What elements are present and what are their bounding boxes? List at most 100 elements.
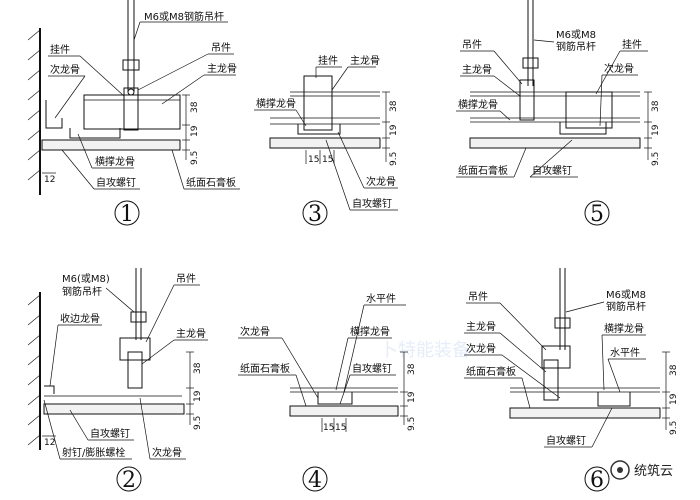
detail-2: 38 19 9.5 12 M6(或M8) 钢筋吊杆 吊件 收边龙骨 主龙骨 自攻…	[27, 268, 208, 493]
dim-38: 38	[669, 364, 679, 376]
label-hanger-piece: 挂件	[50, 43, 70, 56]
dim-19: 19	[407, 391, 417, 403]
dim-15-a: 15	[308, 155, 319, 165]
dim-9-5: 9.5	[190, 151, 200, 165]
dimension-chain-2: 38 19 9.5	[186, 351, 203, 430]
dimension-chain-6: 38 19 9.5	[662, 351, 679, 435]
gypsum-board	[41, 139, 181, 151]
label-rod-line-1: M6(或M8)	[62, 273, 110, 285]
gypsum-board	[269, 137, 381, 149]
dim-19: 19	[389, 124, 399, 136]
label-gypsum-board: 纸面石膏板	[186, 176, 236, 189]
gypsum-board	[289, 405, 399, 417]
label-level-piece: 水平件	[610, 347, 640, 359]
dim-12: 12	[44, 175, 55, 185]
figure-number-4: 4	[308, 468, 322, 493]
brand-logo: 统筑云	[610, 460, 673, 480]
dimension-chain-1: 38 19 9.5	[182, 94, 200, 165]
dim-19: 19	[669, 393, 679, 405]
label-screw: 自攻螺钉	[90, 427, 130, 440]
dimension-chain-4: 38 19 9.5	[400, 351, 417, 431]
label-hanger-piece: 挂件	[318, 54, 338, 67]
hanger-body	[119, 337, 151, 361]
edge-keel	[44, 385, 55, 394]
figure-badge-6	[584, 466, 610, 492]
dim-9-5: 9.5	[669, 421, 679, 435]
label-gypsum-board: 纸面石膏板	[458, 164, 508, 177]
label-secondary-keel: 次龙骨	[366, 175, 396, 188]
rod-nut	[522, 57, 539, 69]
figure-number-5: 5	[590, 202, 604, 227]
hanger-body	[123, 87, 139, 131]
dim-38: 38	[389, 100, 399, 112]
dim-15-a: 15	[323, 423, 334, 433]
label-screw: 自攻螺钉	[352, 362, 392, 375]
figure-badge-4	[302, 466, 328, 492]
figure-badge-1	[114, 200, 140, 226]
label-main-keel: 主龙骨	[176, 327, 206, 340]
figure-number-2: 2	[122, 468, 136, 493]
label-edge-keel: 收边龙骨	[60, 312, 100, 325]
dim-38: 38	[190, 101, 200, 113]
label-hanger: 吊件	[462, 39, 482, 51]
label-screw: 自攻螺钉	[96, 176, 136, 189]
detail-3: 15 15 38 19 9.5 挂件 主龙骨 横撑龙骨 次龙骨 自攻螺钉 3	[254, 54, 399, 227]
label-screw: 自攻螺钉	[352, 197, 392, 210]
figure-badge-2	[116, 466, 142, 492]
label-gypsum-board: 纸面石膏板	[240, 362, 290, 375]
main-keel	[543, 359, 559, 401]
secondary-keel-left	[45, 100, 63, 129]
dimension-chain-3: 38 19 9.5	[382, 91, 399, 166]
rod-nut	[130, 311, 147, 323]
main-keel	[303, 75, 333, 131]
dim-9-5: 9.5	[193, 416, 203, 430]
label-rod-line-2: 钢筋吊杆	[606, 300, 646, 313]
wall-hatch	[27, 29, 41, 181]
label-rod-line-1: M6或M8	[606, 289, 646, 301]
label-main-keel: 主龙骨	[466, 320, 496, 333]
dim-19: 19	[193, 390, 203, 402]
detail-6: 38 19 9.5 吊件 M6或M8 钢筋吊杆 主龙骨 横撑龙骨 次龙骨 水平件…	[464, 268, 679, 493]
detail-5: 38 19 9.5 吊件 M6或M8 钢筋吊杆 挂件 主龙骨 次龙骨 横撑龙骨 …	[456, 0, 661, 227]
detail-4: 15 15 38 19 9.5 水平件 次龙骨 横撑龙骨 纸面石膏板 自攻螺钉 …	[238, 293, 417, 493]
dim-38: 38	[407, 363, 417, 375]
label-hanger: 吊件	[176, 273, 196, 285]
watermark: 卜特能装备	[380, 340, 470, 361]
detail-1: 38 19 9.5 12 M6或M8钢筋吊杆 挂件 次龙骨 吊件 主龙骨 横撑龙…	[27, 0, 240, 227]
figure-badge-5	[584, 200, 610, 226]
label-secondary-keel: 次龙骨	[152, 446, 182, 459]
dim-15-b: 15	[335, 423, 346, 433]
label-gypsum-board: 纸面石膏板	[466, 365, 516, 378]
secondary-keel	[317, 392, 353, 405]
label-nail: 射钉/膨胀螺栓	[62, 446, 125, 459]
label-cross-keel: 横撑龙骨	[95, 155, 135, 168]
brand-name: 统筑云	[634, 463, 673, 479]
label-hanger: 吊件	[211, 42, 231, 54]
label-secondary-keel: 次龙骨	[50, 63, 80, 76]
gypsum-board	[43, 403, 185, 415]
label-screw: 自攻螺钉	[546, 434, 586, 447]
label-cross-keel: 横撑龙骨	[350, 325, 390, 338]
label-cross-keel: 横撑龙骨	[458, 98, 498, 111]
label-main-keel: 主龙骨	[350, 54, 380, 67]
dimension-chain-5: 38 19 9.5	[644, 91, 661, 166]
secondary-keel	[597, 392, 631, 407]
figure-number-1: 1	[120, 202, 134, 227]
figure-number-3: 3	[308, 202, 322, 227]
dim-12: 12	[44, 438, 55, 448]
dim-38: 38	[651, 100, 661, 112]
label-hanger-piece: 挂件	[622, 38, 642, 51]
secondary-keel	[69, 128, 121, 139]
hanger-body	[541, 345, 571, 369]
label-rod-line-1: M6或M8	[556, 29, 596, 41]
dim-9-5: 9.5	[651, 152, 661, 166]
label-rod-line-2: 钢筋吊杆	[62, 285, 102, 298]
figure-badge-3	[302, 200, 328, 226]
label-rod-line-2: 钢筋吊杆	[556, 40, 596, 53]
label-secondary-keel: 次龙骨	[240, 325, 270, 338]
label-cross-keel: 横撑龙骨	[604, 322, 644, 335]
main-keel	[565, 91, 613, 129]
label-secondary-keel: 次龙骨	[466, 342, 496, 355]
